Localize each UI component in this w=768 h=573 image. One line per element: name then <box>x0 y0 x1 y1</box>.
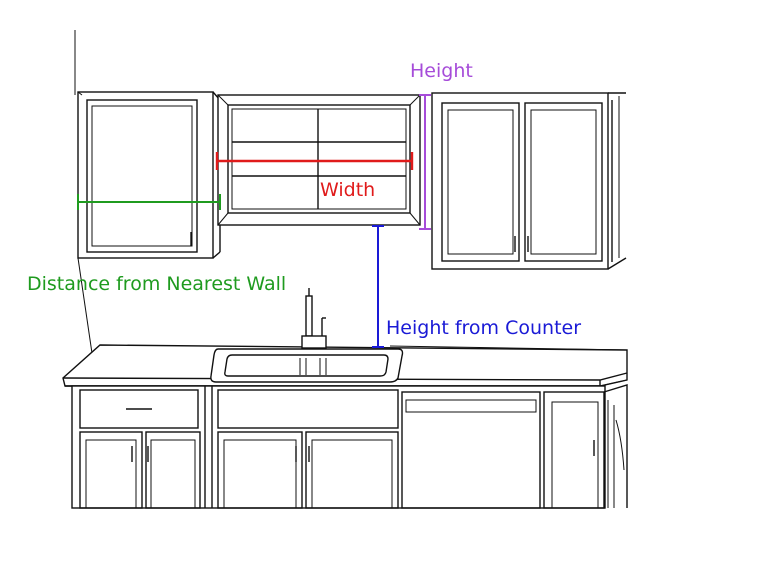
width-marker <box>215 152 414 170</box>
distance-from-wall-label: Distance from Nearest Wall <box>27 273 287 295</box>
width-label: Width <box>320 179 376 201</box>
lower-cabinets <box>71 384 628 509</box>
sink <box>210 348 404 383</box>
room-corner <box>74 30 94 361</box>
counter-height-marker <box>372 225 384 348</box>
height-label: Height <box>410 60 473 82</box>
left-upper-cabinet <box>77 91 221 259</box>
faucet <box>301 288 327 349</box>
height-from-counter-label: Height from Counter <box>386 317 582 339</box>
right-upper-cabinets <box>431 92 627 270</box>
height-marker <box>419 94 431 230</box>
wall-distance-marker <box>77 194 221 210</box>
